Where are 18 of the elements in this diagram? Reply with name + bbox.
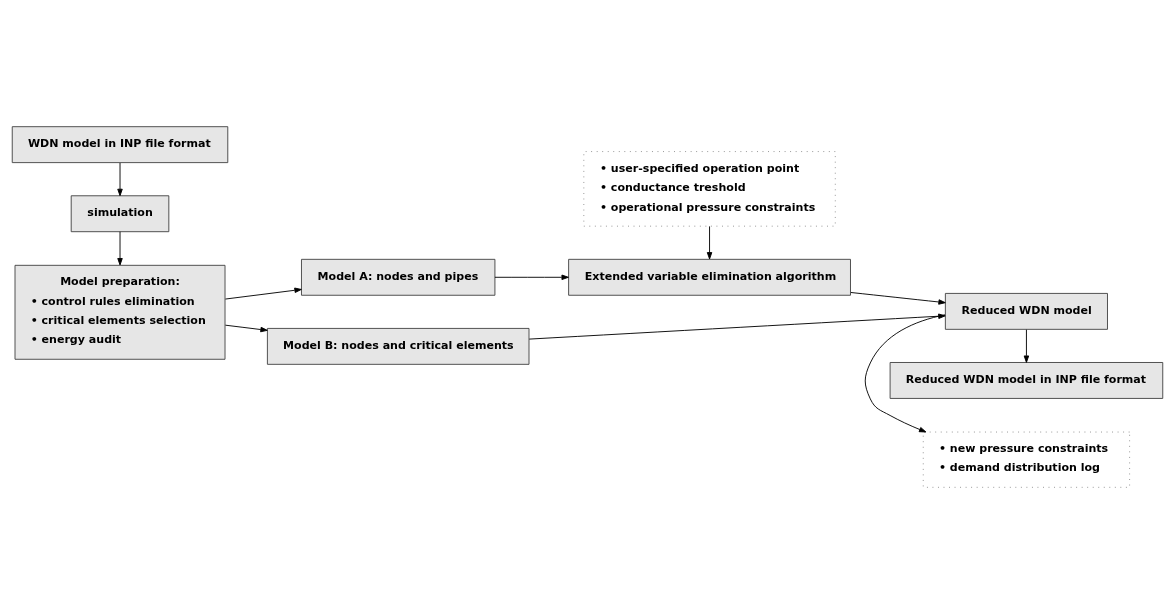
node-box: Model preparation: • control rules elimination • critical elements selection • energy audit <box>14 264 226 360</box>
arrow <box>224 287 302 299</box>
arrow <box>117 230 123 265</box>
arrow <box>1023 328 1030 363</box>
node-box: • user-specified operation point • conductance treshold • operational pressure constraints <box>583 150 836 227</box>
arrow <box>117 162 123 196</box>
node-box: Extended variable elimination algorithm <box>568 258 851 296</box>
node-box: Model B: nodes and critical elements <box>266 327 530 365</box>
node-box: • new pressure constraints • demand distribution log <box>922 431 1131 488</box>
node-box: simulation <box>70 194 170 232</box>
arrow <box>494 274 569 280</box>
node-box: WDN model in INP file format <box>11 125 229 163</box>
arrow <box>224 324 268 332</box>
node-box: Reduced WDN model <box>944 292 1108 330</box>
arrow <box>706 225 713 259</box>
arrow <box>850 291 946 305</box>
node-box: Reduced WDN model in INP file format <box>889 361 1164 399</box>
node-box: Model A: nodes and pipes <box>301 258 496 296</box>
